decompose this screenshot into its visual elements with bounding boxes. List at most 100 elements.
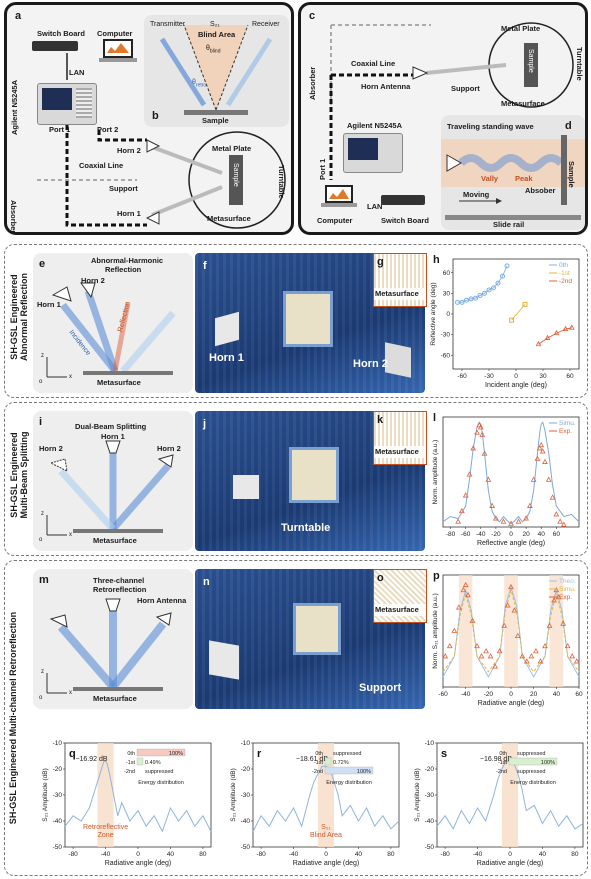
legend-label: Theo. [559,578,576,585]
data-point [481,450,488,456]
data-point [519,653,526,659]
data-point [514,632,521,638]
y-tick-label: -30 [241,792,251,799]
f-horn2-label: Horn 2 [353,358,388,370]
m-horn-label: Horn Antenna [137,596,187,605]
e-title-1: Abnormal-Harmonic [91,256,164,265]
data-point [500,273,505,279]
peak-db-label: −16.92 dB [75,756,107,763]
switch-board-label-c: Switch Board [381,216,429,225]
data-point [493,515,499,521]
y-tick-label: -50 [241,844,251,851]
plot-frame [442,416,580,528]
x-tick-label: 40 [539,851,547,858]
energy-value-label: 100% [541,760,555,766]
data-point [478,653,485,659]
y-tick-label: 0 [446,311,450,318]
plot-frame [452,258,580,370]
y-tick-label: 30 [443,290,451,297]
panel-label-m: m [39,574,49,586]
x-tick-label: 0 [514,373,518,380]
energy-value-label: 100% [169,751,183,757]
metasurface-label: Metasurface [207,214,251,223]
j-turntable-label: Turntable [281,522,331,534]
y-axis-label: Reflective angle (deg) [430,282,437,345]
panel-label-b: b [152,110,159,122]
x-tick-label: 30 [539,373,547,380]
data-point [500,518,507,524]
data-point [545,476,552,482]
panel-i: i Dual-Beam Splitting Horn 2 Horn 1 Horn… [33,411,193,551]
transmitter-label: Transmitter [150,21,186,28]
y-tick-label: -40 [241,818,251,825]
zone-label-2: Zone [98,832,114,839]
energy-bar [324,766,374,775]
switch-board-device [32,41,78,51]
energy-value-label: suppressed [517,769,545,775]
data-point [533,648,539,654]
x-tick-label: -40 [473,851,483,858]
data-point [542,458,548,464]
x-tick-label: 40 [553,691,561,698]
data-point [538,441,545,448]
x-axis-label: Radiative angle (deg) [105,860,172,867]
y-tick-label: -20 [241,766,251,773]
blind-area-label: Blind Area [198,30,236,39]
energy-order-label: 0th [127,751,135,757]
turntable-label-c: Turntable [575,47,584,81]
legend-label: -2nd [559,278,572,285]
x-tick-label: 80 [199,851,207,858]
x-axis-label: Incident angle (deg) [485,382,547,389]
data-point [466,471,473,477]
setup-diagram-c [329,22,574,180]
m-title-1: Three-channel [93,576,145,585]
energy-value-label: 100% [357,769,371,775]
data-point [476,422,483,428]
data-point [534,455,541,461]
series-line-1 [442,588,580,673]
laptop-icon [99,39,137,65]
lan-label-c: LAN [367,202,383,211]
series-line-0 [64,760,212,833]
network-analyzer [37,83,97,125]
energy-order-label: -1st [314,760,324,766]
data-point [487,653,494,659]
data-point [515,518,522,524]
switch-board-device-c [381,195,425,205]
y-axis-label: Norm. S₂₁ amplitude (a.u.) [432,593,439,669]
zone-label-1: Retroreflective [83,824,128,831]
y-tick-label: 60 [443,270,451,277]
zoom-o: o Metasurface [373,569,427,623]
series-line-0 [252,765,400,832]
data-point [470,445,477,451]
horn-antenna-photo-f2 [385,342,411,378]
coaxial-label-c: Coaxial Line [351,59,396,68]
theta-blind-label: θblind [206,45,221,55]
y-tick-label: -10 [241,740,251,747]
receiver-label: Receiver [252,21,280,28]
x-axis-label: Radiative angle (deg) [477,860,544,867]
energy-bar [508,757,558,766]
data-point [522,301,528,307]
data-point [474,429,480,435]
energy-value-label: 0.72% [333,760,349,766]
panel-label-o: o [377,572,384,584]
data-point [477,292,483,298]
horn1-label: Horn 1 [117,209,141,218]
data-point [462,492,469,498]
energy-value-label: suppressed [333,751,361,757]
zone-label-2: Blind Area [310,832,342,839]
panel-label-e: e [39,258,46,270]
energy-order-label: 0th [499,751,507,757]
data-point [553,586,560,593]
g-meta-label: Metasurface [375,289,419,298]
metal-plate-label-c: Metal Plate [501,24,541,33]
data-point [496,648,503,654]
data-point [523,515,529,521]
